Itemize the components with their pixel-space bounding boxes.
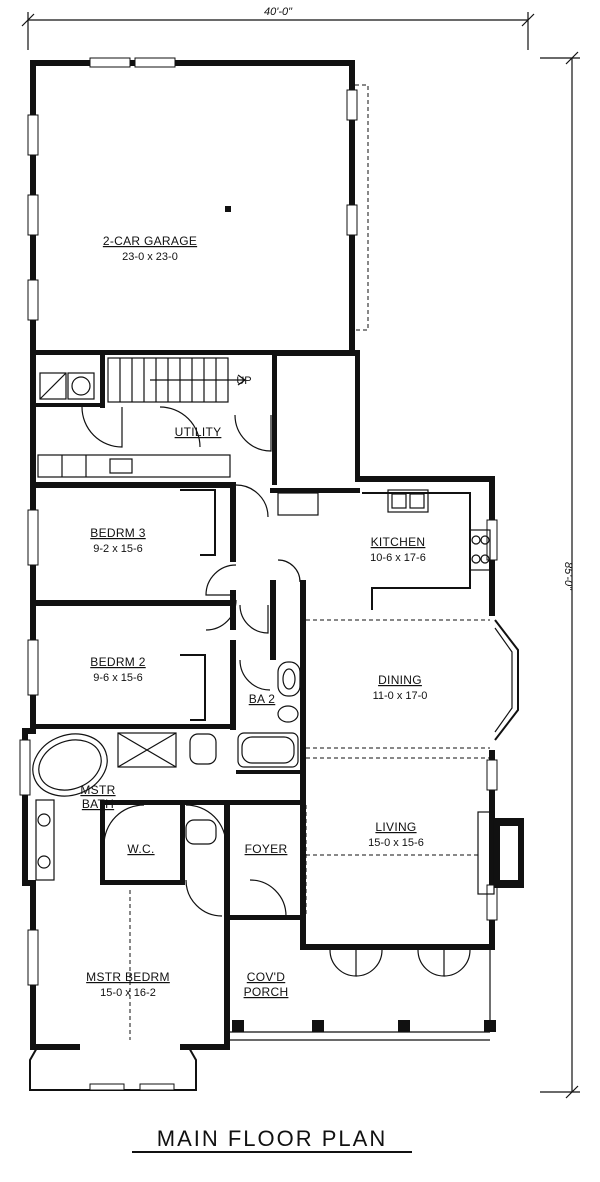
dining-size: 11-0 x 17-0	[373, 690, 428, 702]
garage-floor-drain	[225, 206, 231, 212]
porch-label-line2: PORCH	[244, 985, 289, 999]
garage-door-outline	[355, 84, 369, 331]
garage-size: 23-0 x 23-0	[122, 251, 178, 263]
interior-walls	[36, 350, 360, 950]
kitchen-label: KITCHEN	[371, 535, 426, 549]
kitchen-size: 10-6 x 17-6	[370, 552, 426, 564]
garage-label: 2-CAR GARAGE	[103, 234, 197, 248]
fireplace	[477, 811, 524, 895]
living-size: 15-0 x 15-6	[368, 837, 424, 849]
ba2-label: BA 2	[249, 692, 276, 706]
stairs	[107, 357, 247, 403]
dining-bay-window	[494, 619, 519, 741]
foyer-label: FOYER	[245, 842, 288, 856]
porch-label-line1: COV'D	[247, 970, 285, 984]
mstr-bedrm-size: 15-0 x 16-2	[100, 987, 156, 999]
master-bath-fixtures	[32, 732, 217, 881]
dining-label: DINING	[378, 673, 422, 687]
utility-label: UTILITY	[175, 425, 222, 439]
depth-dimension-label: 85'-0"	[562, 562, 574, 591]
windows	[19, 57, 498, 986]
kitchen-counters	[277, 489, 491, 610]
mstr-bedrm-label: MSTR BEDRM	[86, 970, 170, 984]
wc-label: W.C.	[127, 842, 154, 856]
depth-dimension-line	[540, 51, 580, 1099]
utility-counter	[37, 454, 231, 478]
bedrm2-label: BEDRM 2	[90, 655, 145, 669]
mstr-bath-label-line2: BATH	[82, 797, 114, 811]
porch	[230, 949, 496, 1041]
bedrm2-size: 9-6 x 15-6	[93, 672, 143, 684]
width-dimension-line	[21, 12, 535, 50]
width-dimension-label: 40'-0"	[264, 6, 293, 18]
living-label: LIVING	[375, 820, 416, 834]
master-bay-window	[29, 1045, 197, 1091]
washer-dryer	[39, 372, 95, 400]
room-divider-dashes	[129, 619, 490, 1040]
stairs-up-label: UP	[236, 375, 251, 387]
plan-title: MAIN FLOOR PLAN	[157, 1126, 387, 1151]
bedrm3-label: BEDRM 3	[90, 526, 145, 540]
mstr-bath-label-line1: MSTR	[80, 783, 115, 797]
bath-2-fixtures	[237, 661, 301, 768]
bedrm3-size: 9-2 x 15-6	[93, 543, 143, 555]
door-swings	[81, 406, 301, 917]
